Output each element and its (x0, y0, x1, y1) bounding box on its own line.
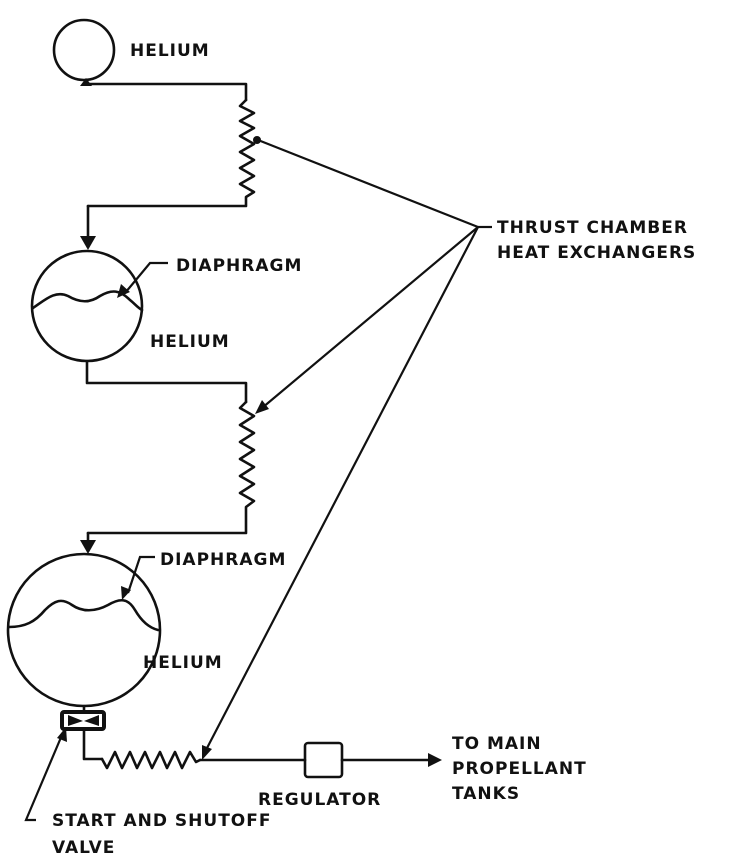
label-hx-line2: HEAT EXCHANGERS (497, 243, 696, 263)
label-helium-bottom: HELIUM (143, 653, 223, 673)
valve-pointer-arrowhead (57, 727, 67, 742)
valve-pointer (24, 734, 64, 822)
arrow-into-tank-1 (80, 236, 96, 250)
label-diaphragm-2: DIAPHRAGM (160, 550, 286, 570)
arrow-into-tank-2 (80, 540, 96, 554)
diaphragm-1-pointer (124, 261, 168, 294)
leader-hx2-arrowhead (255, 400, 269, 414)
diaphragm-1-arrowhead (117, 284, 130, 298)
label-outlet-line1: TO MAIN (452, 734, 542, 754)
helium-tank-diaphragm-1 (30, 249, 144, 363)
label-regulator: REGULATOR (258, 790, 381, 810)
heat-exchanger-3 (100, 750, 202, 770)
label-helium-top: HELIUM (130, 41, 210, 61)
label-hx-line1: THRUST CHAMBER (497, 218, 688, 238)
label-valve-line2: VALVE (52, 838, 115, 858)
label-outlet-line2: PROPELLANT (452, 759, 587, 779)
pipe-5 (82, 727, 104, 761)
diaphragm-2 (7, 599, 160, 632)
diaphragm-1 (31, 290, 144, 312)
leader-to-hx2 (261, 226, 479, 409)
heat-exchanger-2 (86, 400, 256, 535)
label-diaphragm-1: DIAPHRAGM (176, 256, 302, 276)
leader-hx3-arrowhead (202, 745, 212, 760)
pipe-3 (85, 359, 248, 404)
pipe-1 (82, 82, 248, 102)
leader-to-hx3 (205, 226, 479, 751)
outlet-arrowhead (428, 753, 442, 767)
label-helium-mid: HELIUM (150, 332, 230, 352)
heat-exchanger-1 (86, 98, 256, 208)
regulator[interactable] (303, 741, 344, 779)
helium-sphere-small (52, 18, 116, 82)
diaphragm-2-arrowhead (121, 586, 131, 600)
label-valve-line1: START AND SHUTOFF (52, 811, 271, 831)
diaphragm-2-pointer (126, 555, 155, 594)
helium-tank-diaphragm-2 (6, 552, 162, 708)
label-outlet-line3: TANKS (452, 784, 520, 804)
leader-to-hx1 (257, 138, 479, 229)
leader-hx1-dot (253, 136, 261, 144)
start-shutoff-valve[interactable] (60, 710, 106, 731)
